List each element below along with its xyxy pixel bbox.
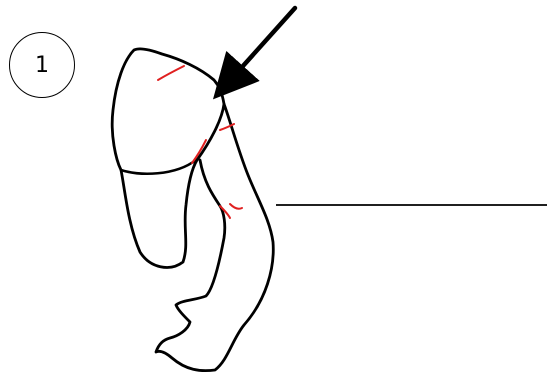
highlight-mark-shoulder-top (158, 66, 184, 80)
arm-inner-crease (121, 160, 196, 174)
arm-outline-forearm (156, 104, 273, 371)
highlight-mark-elbow-right (230, 204, 242, 209)
arm-outline-upper (112, 49, 224, 268)
arrow-indicator-icon (225, 8, 295, 86)
